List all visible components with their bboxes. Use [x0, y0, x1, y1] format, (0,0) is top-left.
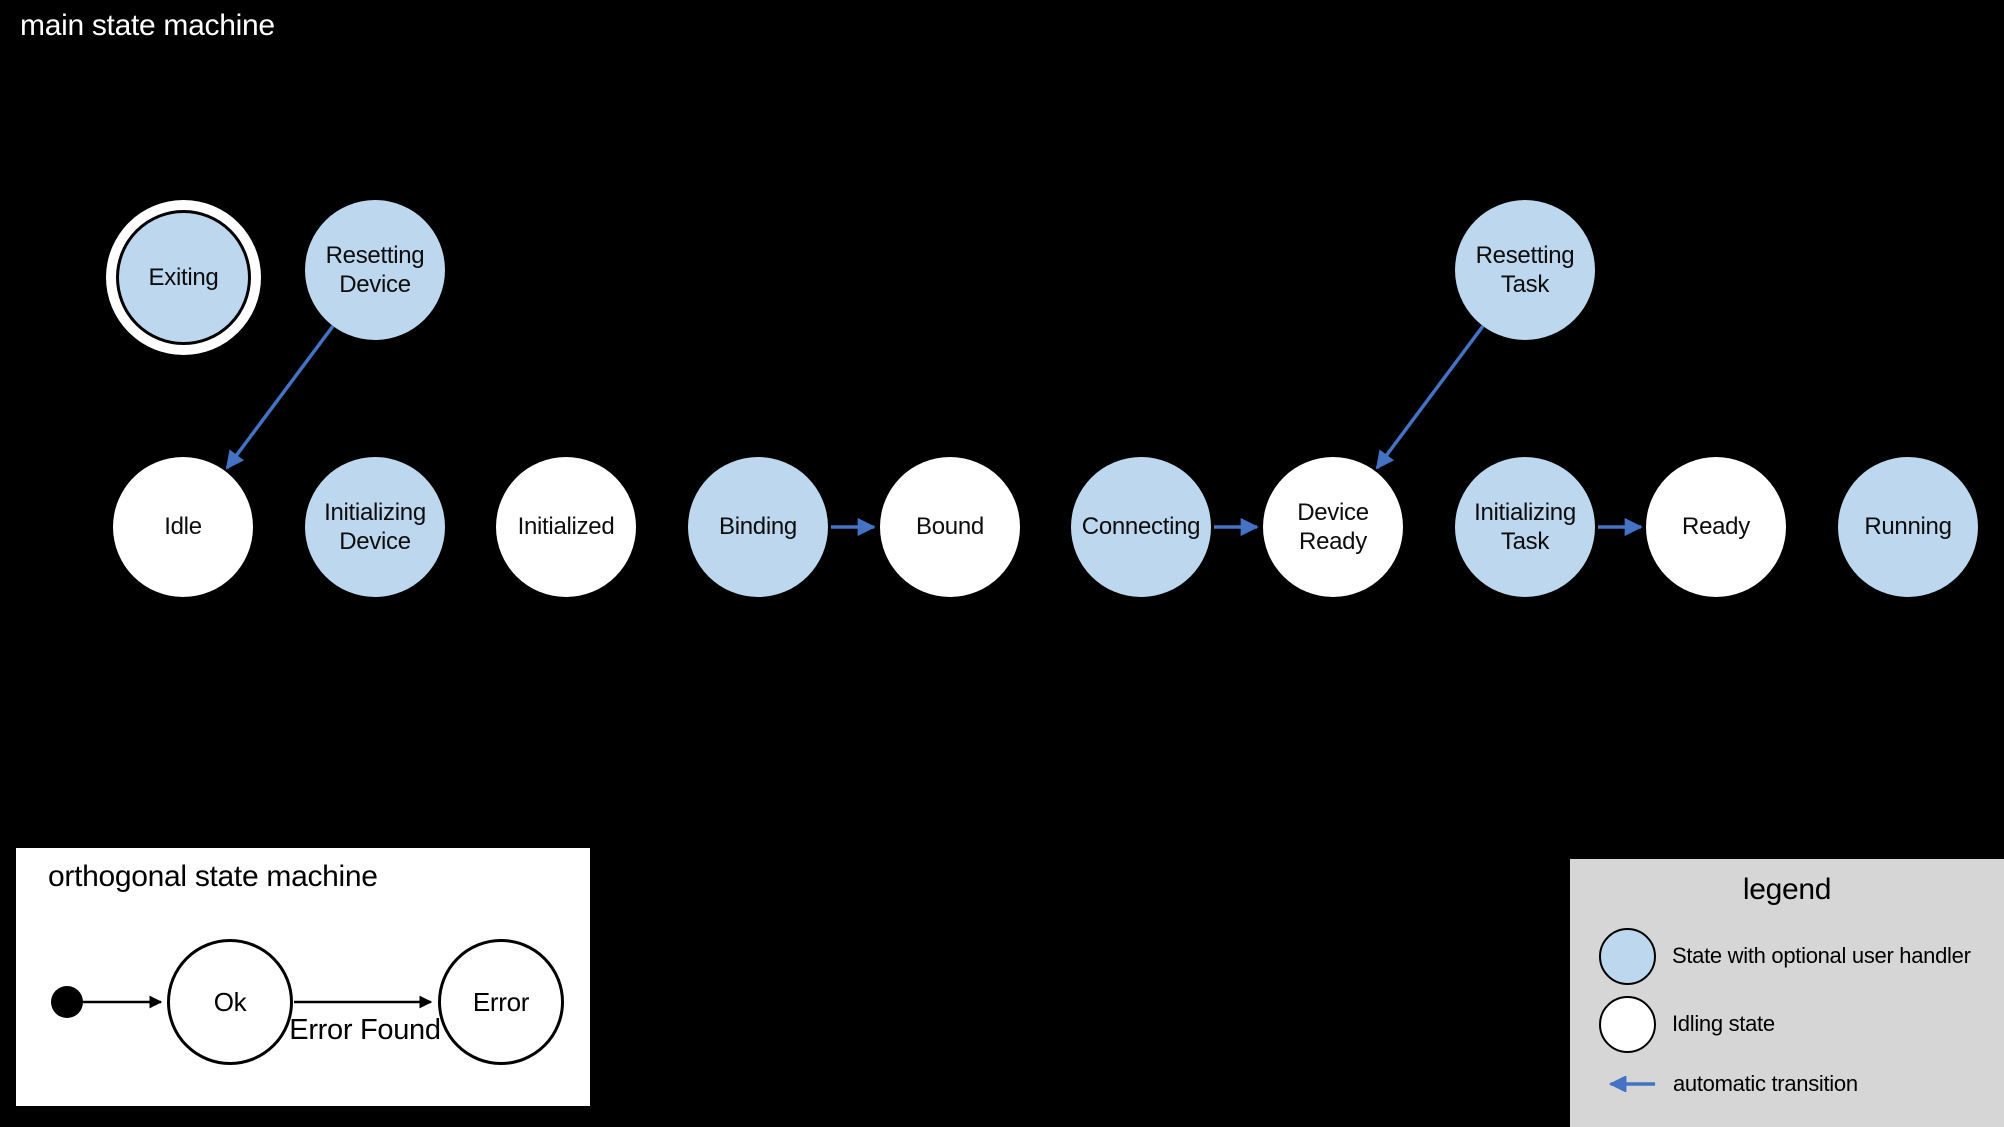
state-error: Error: [438, 939, 564, 1065]
state-bound: Bound: [880, 457, 1020, 597]
state-resetting-device: Resetting Device: [305, 200, 445, 340]
legend-title: legend: [1742, 873, 1832, 906]
legend-item-label: Idling state: [1672, 1011, 1775, 1036]
state-label: Idle: [164, 513, 202, 541]
state-binding: Binding: [688, 457, 828, 597]
state-label: Exiting: [148, 263, 219, 291]
initial-state-dot: [51, 986, 83, 1018]
transition-label-error-found: Error Found: [289, 1014, 441, 1046]
state-label: Error: [472, 986, 530, 1017]
state-initializing-device: Initializing Device: [305, 457, 445, 597]
state-idle: Idle: [113, 457, 253, 597]
legend-item-automatic-transition: automatic transition: [1599, 1069, 1996, 1099]
arrow-resetting-device-to-idle: [225, 324, 335, 470]
automatic-transition-arrow: [1599, 1076, 1657, 1092]
state-ok: Ok: [167, 939, 293, 1065]
state-label: Initialized: [517, 513, 615, 541]
state-label: Binding: [719, 513, 797, 541]
state-resetting-task: Resetting Task: [1455, 200, 1595, 340]
state-connecting: Connecting: [1071, 457, 1211, 597]
user-handler-state-circle: [1599, 927, 1656, 985]
legend-panel: legend State with optional user handler …: [1570, 859, 2004, 1127]
legend-item-label: State with optional user handler: [1672, 943, 1971, 968]
state-initialized: Initialized: [496, 457, 636, 597]
orthogonal-panel-title: orthogonal state machine: [48, 860, 378, 893]
state-exiting: Exiting: [116, 210, 251, 345]
state-label: Resetting Task: [1475, 241, 1575, 298]
legend-item-label: automatic transition: [1673, 1071, 1858, 1096]
state-label: Ready: [1682, 513, 1750, 541]
state-ready: Ready: [1646, 457, 1786, 597]
state-initializing-task: Initializing Task: [1455, 457, 1595, 597]
state-running: Running: [1838, 457, 1978, 597]
legend-item-idling: Idling state: [1599, 995, 1996, 1053]
orthogonal-state-machine-panel: orthogonal state machine Ok Error Error …: [16, 848, 590, 1106]
state-label: Initializing Device: [324, 498, 426, 555]
state-label: Device Ready: [1297, 498, 1369, 555]
state-label: Initializing Task: [1474, 498, 1576, 555]
idling-state-circle: [1599, 995, 1656, 1053]
state-label: Running: [1864, 513, 1952, 541]
state-label: Ok: [213, 986, 247, 1017]
main-diagram-title: main state machine: [20, 9, 275, 42]
arrow-resetting-task-to-device-ready: [1375, 324, 1485, 470]
state-label: Bound: [916, 513, 984, 541]
state-device-ready: Device Ready: [1263, 457, 1403, 597]
state-label: Connecting: [1081, 513, 1201, 541]
legend-item-user-handler: State with optional user handler: [1599, 927, 1996, 985]
state-label: Resetting Device: [325, 241, 425, 298]
